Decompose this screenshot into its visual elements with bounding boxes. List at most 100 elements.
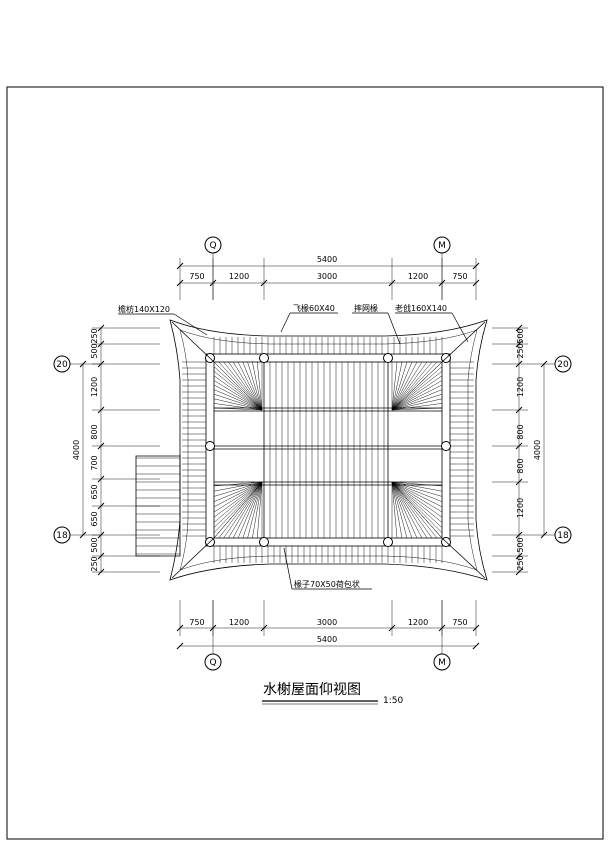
corner-fan-tr [391,361,433,411]
dim-left-seg-5: 700 [90,455,99,470]
corner-fan-bl [256,481,263,539]
dim-right-total: 4000 [533,440,542,460]
corner-fan-tr [391,361,423,411]
corner-fan-bl [232,481,263,539]
axis-18-left-label: 18 [56,531,68,541]
corner-fan-tl [237,361,263,411]
eave-inner-outline [179,329,478,571]
corner-fan-bl [218,481,263,539]
axis-bubble-20-right: 20 [554,355,572,373]
axis-bubble-m-bottom: M [433,653,451,671]
corner-fan-tr [391,361,418,411]
corner-fan-bl [223,481,263,539]
drawing-title-block: 水榭屋面仰视图 1:50 [262,682,403,706]
corner-fan-br [391,481,438,539]
eave-outline [169,319,488,581]
corner-fan-tl [228,361,263,411]
corner-fan-bl [247,481,263,539]
corner-fan-bl [213,481,263,497]
axis-20-right-label: 20 [557,360,569,370]
label-fascia: 檐枋140X120 [118,304,170,314]
dim-top-seg-5: 750 [452,272,467,281]
corner-fan-bl [213,481,263,528]
dimension-lines [70,253,555,654]
corner-fan-br [391,481,443,539]
corner-fan-tl [213,375,263,411]
corner-fan-br [391,481,398,539]
axis-18-right-label: 18 [557,531,569,541]
column-9 [205,441,215,451]
dim-tick [176,642,184,650]
corner-fan-br [391,481,428,539]
corner-fan-bl [213,481,263,533]
dim-left-seg-2: 500 [90,343,99,358]
corner-fan-br [391,481,443,513]
corner-fan-bl [213,481,263,502]
dim-top-total: 5400 [317,255,337,264]
platform-extension [135,455,181,557]
hip-line-br [441,537,486,579]
dim-top-seg-3: 3000 [317,272,337,281]
dim-left-seg-9: 250 [90,556,99,571]
drawing-title: 水榭屋面仰视图 [263,682,361,698]
axis-m-top-label: M [438,241,446,251]
corner-fan-bl [242,481,263,539]
corner-fan-tr [391,371,443,411]
corner-fan-bl [213,481,263,539]
dim-left-seg-8: 500 [90,537,99,552]
dim-left-seg-3: 1200 [90,377,99,397]
dim-right-seg-7: 500 [516,537,525,552]
corner-fan-br [391,481,408,539]
corner-fan-bl [213,481,263,492]
dim-bottom-seg-4: 1200 [408,618,428,627]
callout-rafter: 椽子70X50荷包状 [283,547,372,590]
corner-fan-br [391,481,443,487]
drawing-scale: 1:50 [383,696,403,706]
beam-frame-inner [213,361,443,539]
dim-right-seg-4: 800 [516,424,525,439]
corner-fan-br [391,481,433,539]
corner-fan-tl [213,361,263,411]
corner-fan-tl [213,398,263,411]
dim-right-seg-5: 800 [516,458,525,473]
corner-fan-bl [213,481,263,518]
dim-left-seg-6: 650 [90,484,99,499]
corner-fan-tl [223,361,263,411]
corner-fan-tl [213,384,263,411]
corner-fan-br [391,481,443,497]
callout-old-purlin: 老戗160X140 [395,303,469,343]
corner-fan-bl [213,481,263,507]
dim-right-seg-3: 1200 [516,377,525,397]
corner-fan-br [391,481,423,539]
rafter-hatching [136,321,486,579]
axis-bubble-q-top: Q [204,236,222,254]
dim-right-seg-1: 500 [516,328,525,343]
dim-bottom-seg-2: 1200 [229,618,249,627]
dim-left-seg-1: 250 [90,328,99,343]
corner-fan-tl [213,407,263,411]
axis-bubble-20-left: 20 [53,355,71,373]
corner-fan-br [391,481,443,523]
corner-fan-br [391,481,443,492]
dim-bottom-total: 5400 [317,635,337,644]
dim-tick [472,642,480,650]
corner-fan-tr [391,361,403,411]
label-corner-beam: 摔网椽 [354,303,378,313]
corner-fan-tr [391,375,443,411]
corner-fan-tl [218,361,263,411]
corner-fan-br [391,481,443,518]
corner-fan-tr [391,403,443,411]
label-old-purlin: 老戗160X140 [395,303,447,313]
corner-fan-tr [391,407,443,411]
corner-fan-bl [237,481,263,539]
corner-fan-tr [391,380,443,411]
corner-fan-tr [391,366,443,411]
axis-bubble-18-left: 18 [53,526,71,544]
column-7 [383,537,393,547]
dim-right-seg-8: 250 [516,555,525,570]
corner-fan-bl [213,481,263,523]
callout-corner-beam: 摔网椽 [352,303,401,345]
label-fly-rafter: 飞椽60X40 [293,303,335,313]
